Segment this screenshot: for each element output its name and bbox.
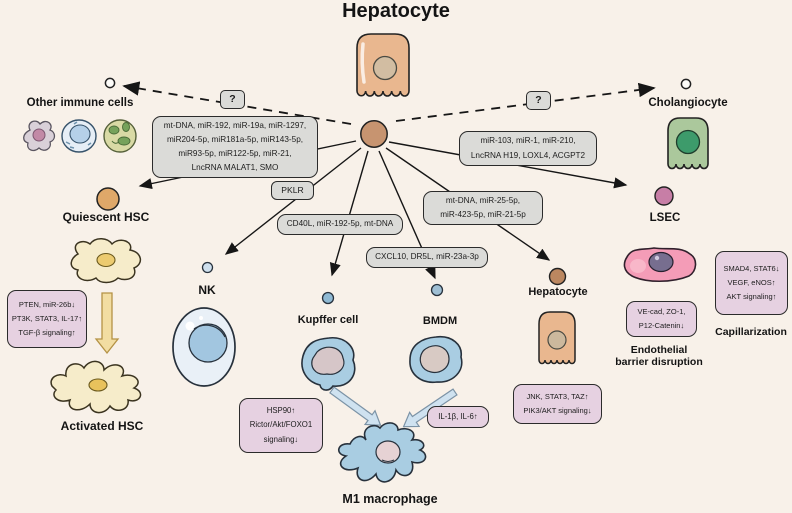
hsc-activation-arrow-icon [94,292,120,355]
label-line: Endothelial [630,344,688,356]
effect-box-endothelial: VE-cad, ZO-1, P12-Catenin↓ [626,301,697,337]
effect-box-capillarization: SMAD4, STAT6↓ VEGF, eNOS↑ AKT signaling↑ [715,251,788,315]
label-m1-macrophage: M1 macrophage [342,492,438,506]
box-line: mt-DNA, miR-192, miR-19a, miR-1297, [163,120,307,130]
hepatocyte-target-cell-icon [533,308,581,372]
figure-title: Hepatocyte [342,0,450,22]
nk-vesicle-icon [201,261,214,274]
granulocyte-cell-icon [103,119,137,153]
label-cholangiocyte: Cholangiocyte [648,97,728,109]
other-immune-cells-icons [16,114,140,158]
box-line: AKT signaling↑ [726,291,777,301]
effect-box-hepatocyte: JNK, STAT3, TAZ↑ PIK3/AKT signaling↓ [513,384,602,424]
label-endothelial-barrier-disruption: Endothelial barrier disruption [610,344,708,369]
box-line: SMAD4, STAT6↓ [723,264,780,274]
label-hepatocyte-target: Hepatocyte [528,286,588,298]
box-line: Rictor/Akt/FOXO1 [249,420,313,430]
unknown-mediator-right: ? [526,91,551,110]
activated-hsc-cell-icon [46,358,158,416]
nk-cell-icon [170,305,238,389]
box-line: PTEN, miR-26b↓ [18,300,76,310]
hepatocyte-target-vesicle-icon [548,267,567,286]
cholangiocyte-cell-icon [662,114,714,174]
bmdm-vesicle-icon [430,283,444,297]
label-quiescent-hsc: Quiescent HSC [62,210,150,224]
label-bmdm: BMDM [422,315,458,327]
effect-box-macrophage: HSP90↑ Rictor/Akt/FOXO1 signaling↓ [239,398,323,453]
box-line: VEGF, eNOS↑ [727,278,776,288]
mediator-box-pklr: PKLR [271,181,314,200]
effect-box-hsc: PTEN, miR-26b↓ PT3K, STAT3, IL-17↑ TGF-β… [7,290,87,348]
unknown-mediator-left: ? [220,90,245,109]
quiescent-hsc-cell-icon [62,234,148,286]
box-line: PKLR [281,185,304,196]
box-line: miR-423-5p, miR-21-5p [440,210,526,219]
box-line: CXCL10, DR5L, miR-23a-3p [375,252,479,262]
label-other-immune-cells: Other immune cells [26,97,134,109]
box-line: CD40L, miR-192-5p, mt-DNA [286,219,394,229]
box-line: VE-cad, ZO-1, [637,307,686,317]
m1-macrophage-cell-icon [330,418,432,494]
label-activated-hsc: Activated HSC [60,419,144,433]
box-line: TGF-β signaling↑ [18,327,76,337]
mediator-box-lsec: miR-103, miR-1, miR-210, LncRNA H19, LOX… [459,131,597,166]
mediator-box-bmdm: CXCL10, DR5L, miR-23a-3p [366,247,488,268]
label-kupffer-cell: Kupffer cell [297,314,359,326]
white-vesicle-left-icon [104,77,116,89]
box-line: HSP90↑ [266,405,296,415]
quiescent-hsc-vesicle-icon [95,186,121,212]
mediator-box-immune: mt-DNA, miR-192, miR-19a, miR-1297, miR2… [152,116,318,178]
box-line: miR-103, miR-1, miR-210, [480,136,576,146]
box-line: PIK3/AKT signaling↓ [523,406,592,415]
box-line: mt-DNA, miR-25-5p, [445,195,521,205]
box-line: miR204-5p, miR181a-5p, miR143-5p, [166,134,304,144]
white-vesicle-right-icon [680,78,692,90]
label-line: barrier disruption [615,356,703,369]
box-line: LncRNA MALAT1, SMO [191,163,279,173]
hepatocyte-cell-icon [350,29,416,103]
box-line: IL-1β, IL-6↑ [438,411,478,421]
box-line: PT3K, STAT3, IL-17↑ [11,314,83,324]
exosome-icon [359,119,389,149]
lsec-cell-icon [620,241,700,285]
kupffer-vesicle-icon [321,291,335,305]
mediator-box-kupffer: CD40L, miR-192-5p, mt-DNA [277,214,403,235]
box-line: LncRNA H19, LOXL4, ACGPT2 [470,150,586,160]
kupffer-cell-icon [297,334,361,392]
label-nk: NK [198,283,216,297]
mediator-box-hepatocyte: mt-DNA, miR-25-5p, miR-423-5p, miR-21-5p [423,191,543,225]
box-line: P12-Catenin↓ [638,321,685,330]
label-capillarization: Capillarization [715,326,787,338]
box-line: signaling↓ [263,434,299,444]
lymphocyte-cell-icon [61,119,97,153]
box-line: miR93-5p, miR122-5p, miR-21, [178,149,292,158]
bmdm-cell-icon [405,333,467,385]
label-lsec: LSEC [649,212,681,224]
box-line: JNK, STAT3, TAZ↑ [526,392,589,402]
lsec-vesicle-icon [653,185,675,207]
dendritic-cell-icon [23,120,56,152]
effect-box-m1: IL-1β, IL-6↑ [427,406,489,428]
